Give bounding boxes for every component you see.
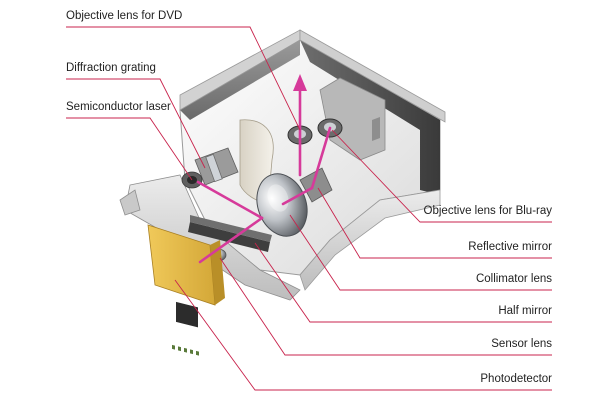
laser-beam-paths xyxy=(196,86,332,264)
label-objective-lens-dvd: Objective lens for DVD xyxy=(66,10,183,22)
housing-left-ledge xyxy=(119,189,141,216)
label-diffraction-grating: Diffraction grating xyxy=(66,62,156,74)
laser-beam-arrowhead xyxy=(293,74,307,91)
label-half-mirror: Half mirror xyxy=(498,305,552,317)
label-photodetector: Photodetector xyxy=(480,373,552,385)
mirror-block xyxy=(188,222,270,252)
housing-right-wall xyxy=(300,40,440,195)
collimator-lens-shape xyxy=(256,173,308,237)
housing-right-wall-top xyxy=(299,29,446,123)
housing-back-wall xyxy=(180,40,300,120)
chip-pins xyxy=(172,344,199,356)
housing-inner-wall xyxy=(319,77,386,161)
reflective-mirror-shape xyxy=(299,167,333,203)
label-objective-lens-bluray: Objective lens for Blu-ray xyxy=(423,205,552,217)
label-sensor-lens: Sensor lens xyxy=(491,338,552,350)
label-semiconductor-laser: Semiconductor laser xyxy=(66,101,171,113)
housing-right-face xyxy=(299,189,441,291)
diffraction-grating-plate xyxy=(205,153,223,183)
leader-lines xyxy=(66,26,552,391)
photodetector-chip xyxy=(176,301,198,328)
label-collimator-lens: Collimator lens xyxy=(475,273,552,285)
label-reflective-mirror: Reflective mirror xyxy=(468,241,552,253)
